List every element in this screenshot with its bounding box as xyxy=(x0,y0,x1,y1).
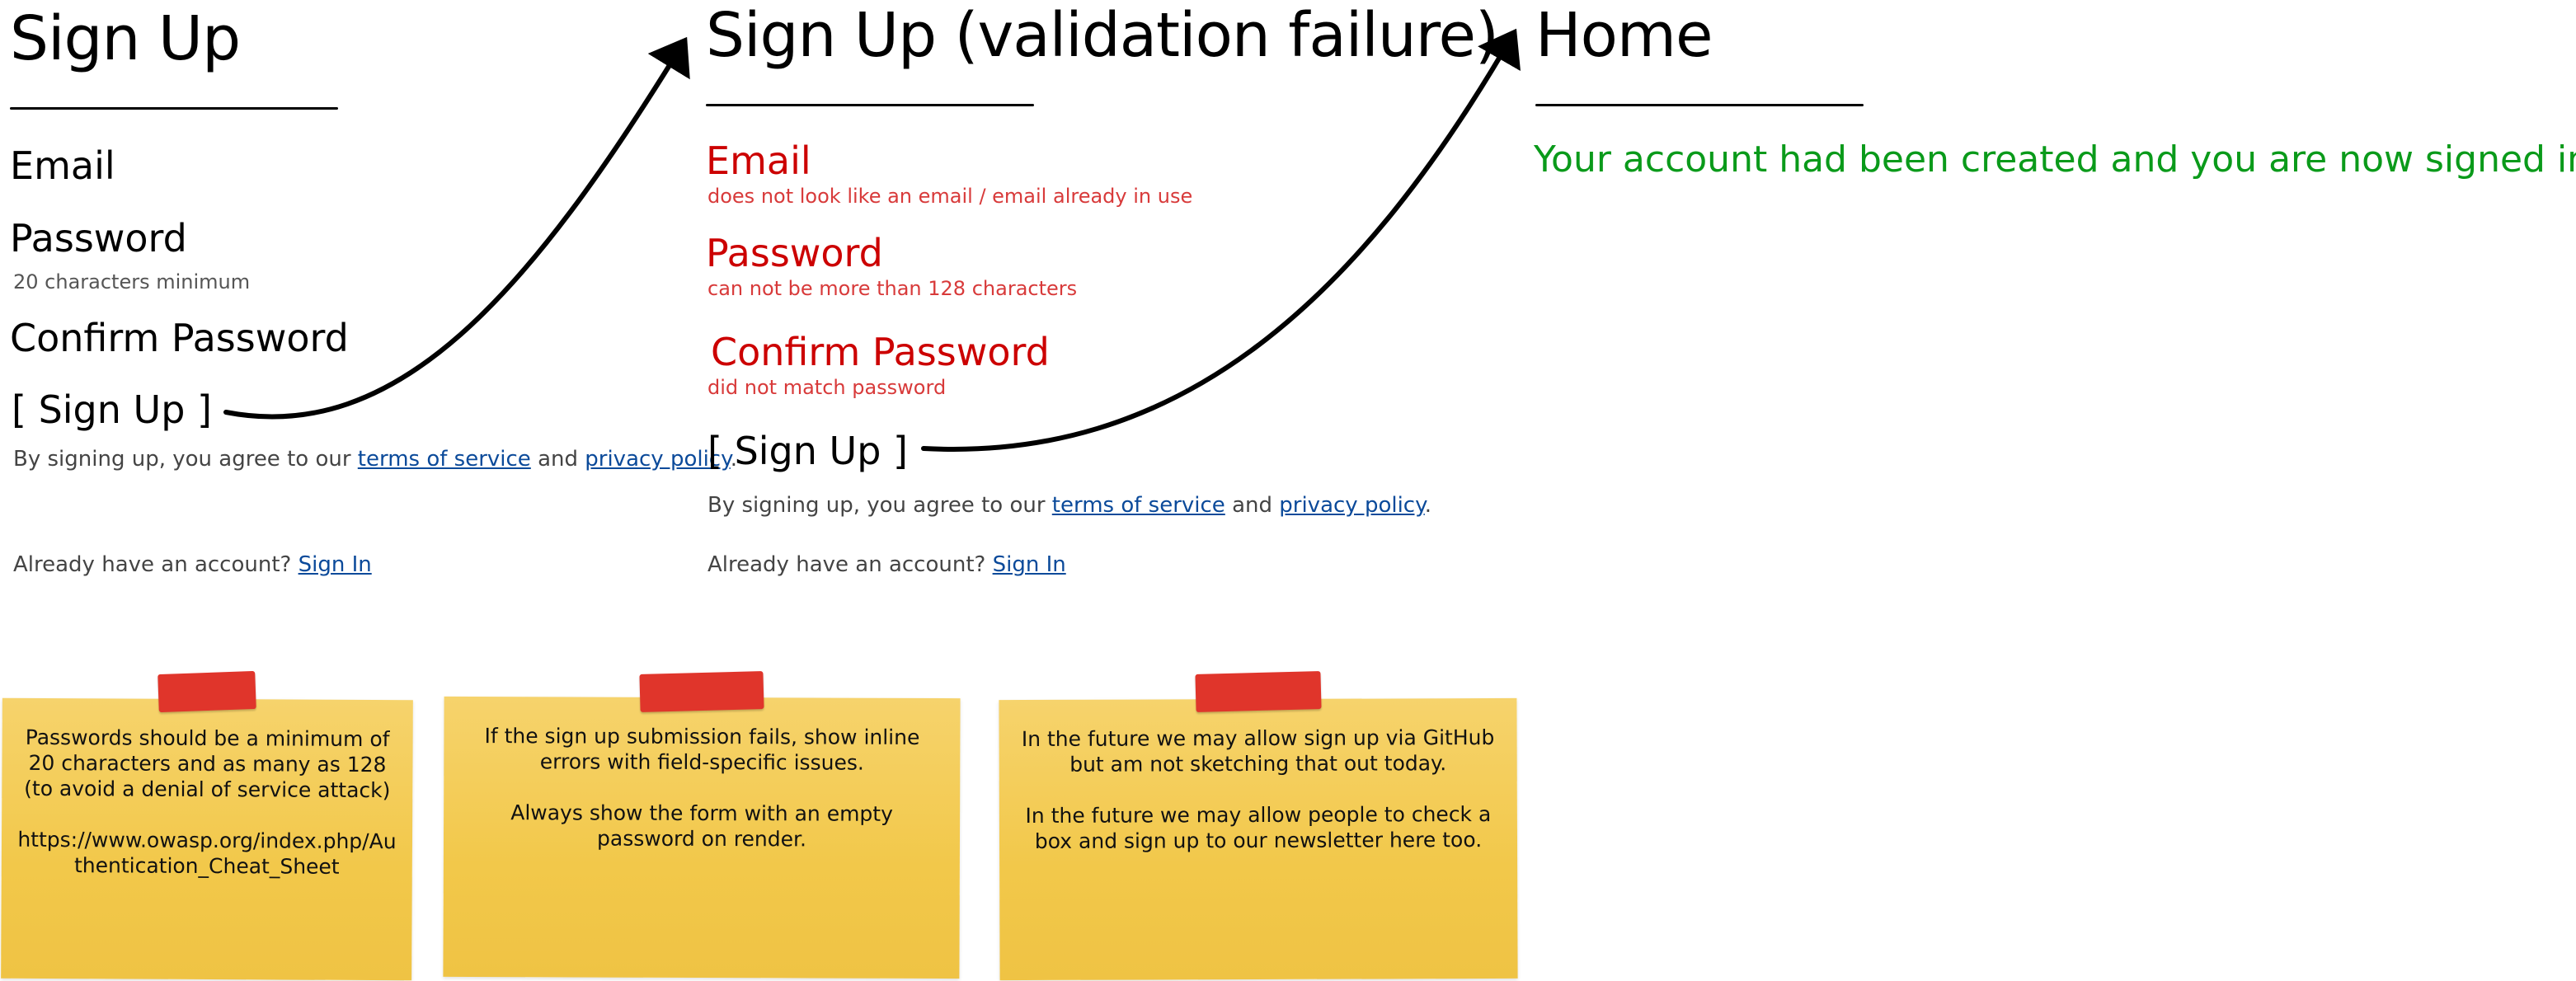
legal-prefix: By signing up, you agree to our xyxy=(13,447,351,472)
legal-period: . xyxy=(1424,493,1432,518)
sticky-note-text: In the future we may allow sign up via G… xyxy=(1021,725,1495,853)
signin-prompt-text: Already have an account? xyxy=(707,552,986,577)
title-divider xyxy=(10,107,338,110)
title-divider xyxy=(1535,104,1864,106)
tape xyxy=(639,671,764,712)
confirm-password-field-label[interactable]: Confirm Password xyxy=(711,330,1050,374)
legal-and: and xyxy=(538,447,578,472)
arrow-failure-to-home xyxy=(921,28,1521,452)
password-field-label[interactable]: Password xyxy=(706,231,883,275)
email-field-label[interactable]: Email xyxy=(706,138,811,183)
sign-up-button[interactable]: [ Sign Up ] xyxy=(707,429,908,473)
sticky-note: In the future we may allow sign up via G… xyxy=(999,697,1518,981)
terms-of-service-link[interactable]: terms of service xyxy=(357,447,531,472)
password-hint: 20 characters minimum xyxy=(13,270,251,293)
sign-in-link[interactable]: Sign In xyxy=(992,552,1066,577)
title-divider xyxy=(706,104,1034,106)
privacy-policy-link[interactable]: privacy policy xyxy=(1279,493,1425,518)
sticky-note: If the sign up submission fails, show in… xyxy=(443,696,961,979)
signin-prompt: Already have an account? Sign In xyxy=(13,554,372,575)
sticky-note-text: Passwords should be a minimum of 20 char… xyxy=(17,725,397,879)
legal-and: and xyxy=(1232,493,1272,518)
success-message: Your account had been created and you ar… xyxy=(1534,138,2576,181)
tape xyxy=(157,670,256,713)
email-error: does not look like an email / email alre… xyxy=(707,185,1193,208)
tape xyxy=(1195,671,1322,712)
sticky-note: Passwords should be a minimum of 20 char… xyxy=(1,697,413,981)
terms-of-service-link[interactable]: terms of service xyxy=(1051,493,1225,518)
legal-prefix: By signing up, you agree to our xyxy=(707,493,1046,518)
sign-up-button[interactable]: [ Sign Up ] xyxy=(12,387,212,432)
password-error: can not be more than 128 characters xyxy=(707,277,1078,300)
password-field-label[interactable]: Password xyxy=(10,216,187,261)
email-field-label[interactable]: Email xyxy=(10,143,115,188)
legal-period: . xyxy=(730,447,738,472)
signin-prompt: Already have an account? Sign In xyxy=(707,554,1066,575)
confirm-password-field-label[interactable]: Confirm Password xyxy=(10,316,349,360)
sign-in-link[interactable]: Sign In xyxy=(298,552,372,577)
legal-text: By signing up, you agree to our terms of… xyxy=(13,448,737,470)
home-title: Home xyxy=(1535,0,1713,71)
signin-prompt-text: Already have an account? xyxy=(13,552,292,577)
privacy-policy-link[interactable]: privacy policy xyxy=(585,447,731,472)
confirm-password-error: did not match password xyxy=(707,376,947,399)
signup-title: Sign Up xyxy=(10,3,241,74)
legal-text: By signing up, you agree to our terms of… xyxy=(707,495,1431,516)
sticky-note-text: If the sign up submission fails, show in… xyxy=(484,724,920,852)
failure-title: Sign Up (validation failure) xyxy=(706,0,1499,71)
arrow-signup-to-failure xyxy=(223,36,690,420)
